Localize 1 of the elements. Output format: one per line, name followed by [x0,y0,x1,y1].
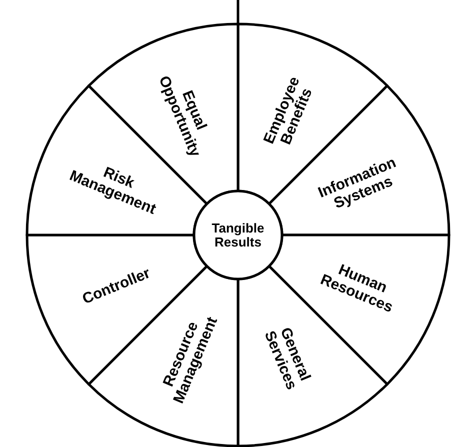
center-label: Tangible Results [212,220,264,250]
